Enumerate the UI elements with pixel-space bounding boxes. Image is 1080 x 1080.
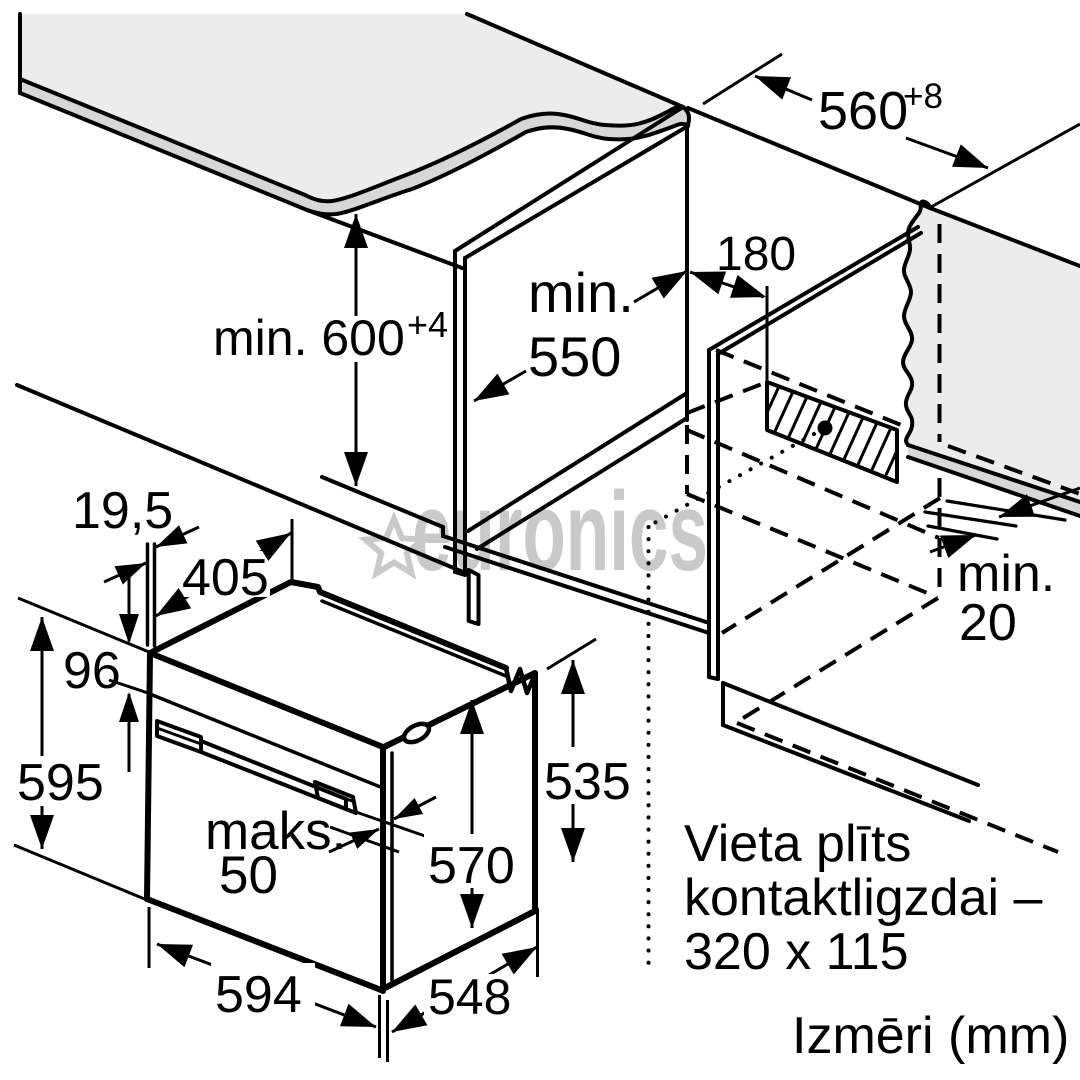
svg-text:kontaktligzdai –: kontaktligzdai – [684, 869, 1043, 927]
svg-text:maks.: maks. [205, 802, 346, 861]
svg-text:180: 180 [716, 228, 796, 281]
svg-text:594: 594 [215, 966, 302, 1024]
svg-text:Izmēri (mm): Izmēri (mm) [792, 1007, 1069, 1065]
svg-text:20: 20 [959, 594, 1017, 652]
svg-text:570: 570 [428, 837, 515, 895]
svg-text:550: 550 [528, 325, 621, 388]
svg-text:min.: min. [528, 261, 634, 324]
svg-text:535: 535 [544, 753, 631, 811]
svg-text:+8: +8 [903, 77, 943, 116]
svg-text:96: 96 [63, 642, 121, 700]
svg-text:405: 405 [182, 549, 269, 607]
svg-text:19,5: 19,5 [72, 482, 173, 540]
svg-text:595: 595 [17, 754, 104, 812]
svg-text:min.: min. [957, 545, 1055, 603]
svg-text:+4: +4 [407, 304, 448, 345]
svg-text:548: 548 [428, 969, 511, 1025]
svg-text:560: 560 [818, 81, 908, 141]
svg-text:Vieta plīts: Vieta plīts [684, 815, 911, 873]
svg-text:min. 600: min. 600 [213, 310, 405, 366]
svg-text:320 x 115: 320 x 115 [684, 923, 909, 981]
svg-text:50: 50 [219, 846, 278, 905]
